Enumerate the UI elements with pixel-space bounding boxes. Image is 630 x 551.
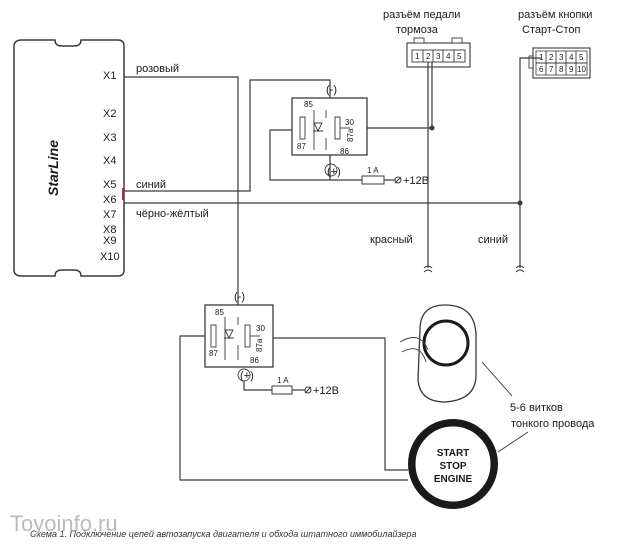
button-text-engine: ENGINE bbox=[434, 474, 473, 485]
ss-pin-10: 10 bbox=[577, 65, 586, 74]
brake-connector-title-1: разъём педали bbox=[383, 9, 460, 21]
coil-note-2: тонкого провода bbox=[511, 418, 595, 430]
brake-pedal-connector: разъём педали тормоза 1 2 3 4 5 bbox=[383, 9, 471, 68]
pin-x7: X7 bbox=[103, 209, 116, 221]
pin-x10: X10 bbox=[100, 251, 120, 263]
ss-pin-5: 5 bbox=[579, 53, 584, 62]
fuse-top-voltage: +12В bbox=[403, 175, 429, 187]
brake-pin-5: 5 bbox=[457, 52, 462, 61]
ss-pin-6: 6 bbox=[539, 65, 544, 74]
pin-x1: X1 bbox=[103, 70, 116, 82]
relay-bottom-85: 85 bbox=[215, 308, 224, 317]
pin-x4: X4 bbox=[103, 155, 116, 167]
pin-x2: X2 bbox=[103, 108, 116, 120]
relay-bottom-87a: 87a bbox=[255, 338, 264, 352]
relay-top-87: 87 bbox=[297, 142, 306, 151]
main-wires bbox=[124, 76, 520, 290]
coil-note-arrows bbox=[481, 361, 529, 453]
button-text-stop: STOP bbox=[439, 461, 466, 472]
ss-pin-8: 8 bbox=[559, 65, 564, 74]
brake-pin-1: 1 bbox=[415, 52, 420, 61]
brake-connector-title-2: тормоза bbox=[396, 24, 439, 36]
key-fob bbox=[399, 304, 477, 403]
pin-x9: X9 bbox=[103, 235, 116, 247]
brake-wires bbox=[423, 62, 435, 273]
relay-bottom: (-) 85 87 86 30 87a (+) bbox=[204, 291, 274, 382]
relay-bottom-86: 86 bbox=[250, 356, 259, 365]
relay-bottom-87: 87 bbox=[209, 349, 218, 358]
ss-pin-1: 1 bbox=[539, 53, 544, 62]
ss-pin-4: 4 bbox=[569, 53, 574, 62]
relay-top-85: 85 bbox=[304, 100, 313, 109]
ss-pin-2: 2 bbox=[549, 53, 554, 62]
pin-x6: X6 bbox=[103, 194, 116, 206]
relay-top-wires bbox=[269, 127, 432, 185]
pin-x3: X3 bbox=[103, 132, 116, 144]
fuse-top-label: 1 A bbox=[367, 166, 379, 175]
relay-top-86: 86 bbox=[340, 147, 349, 156]
starline-unit: StarLine X1 X2 X3 X4 X5 X6 X7 X8 X9 X10 bbox=[13, 39, 125, 277]
relay-top-30: 30 bbox=[345, 118, 354, 127]
fuse-bottom-label: 1 A bbox=[277, 376, 289, 385]
start-stop-button: START STOP ENGINE bbox=[408, 419, 498, 509]
relay-top-87a: 87a bbox=[346, 128, 355, 142]
fuse-bottom-voltage: +12В bbox=[313, 385, 339, 397]
relay-bottom-30: 30 bbox=[256, 324, 265, 333]
ss-wires bbox=[515, 57, 541, 273]
figure-caption: Схема 1. Подключение цепей автозапуска д… bbox=[30, 529, 417, 539]
ss-pin-7: 7 bbox=[549, 65, 554, 74]
brake-pin-4: 4 bbox=[446, 52, 451, 61]
ss-pin-3: 3 bbox=[559, 53, 564, 62]
wire-label-pink: розовый bbox=[136, 63, 179, 75]
pin-x5: X5 bbox=[103, 179, 116, 191]
wire-label-red: красный bbox=[370, 234, 413, 246]
pin-x8: X8 bbox=[103, 224, 116, 236]
watermark: Toyoinfo.ru bbox=[10, 511, 118, 536]
wire-label-blue-2: синий bbox=[478, 234, 508, 246]
ss-connector-title-2: Старт-Стоп bbox=[522, 24, 581, 36]
ss-pin-9: 9 bbox=[569, 65, 574, 74]
starline-logo: StarLine bbox=[45, 140, 61, 196]
relay-bottom-plus: (+) bbox=[240, 370, 254, 382]
coil-note-1: 5-6 витков bbox=[510, 402, 563, 414]
relay-top-plus: (+) bbox=[327, 166, 341, 178]
ss-connector-title-1: разъём кнопки bbox=[518, 9, 592, 21]
button-text-start: START bbox=[437, 448, 470, 459]
wire-label-blue: синий bbox=[136, 179, 166, 191]
brake-pin-3: 3 bbox=[436, 52, 441, 61]
brake-pin-2: 2 bbox=[426, 52, 431, 61]
relay-top-minus: (-) bbox=[326, 84, 337, 96]
relay-bottom-minus: (-) bbox=[234, 291, 245, 303]
wire-label-black-yellow: чёрно-жёлтый bbox=[136, 208, 209, 220]
relay-bottom-wires bbox=[179, 290, 408, 481]
start-stop-connector: разъём кнопки Старт-Стоп 1 2 3 4 5 6 7 8… bbox=[518, 9, 592, 79]
